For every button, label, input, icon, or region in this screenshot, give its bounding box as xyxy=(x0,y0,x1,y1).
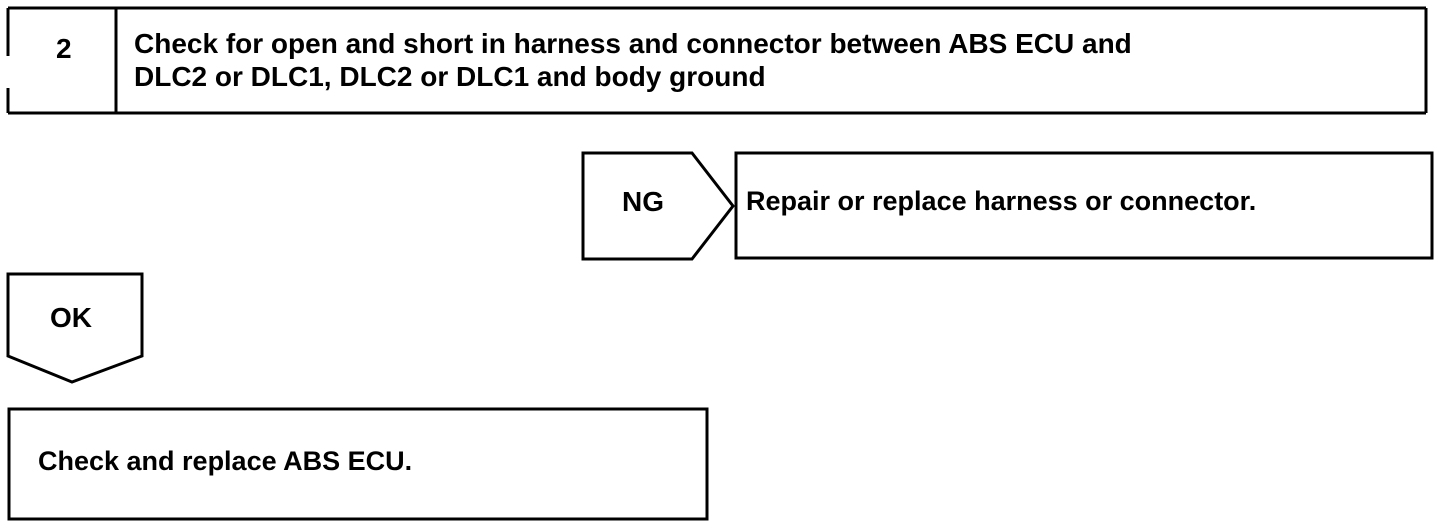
ng-action-text: Repair or replace harness or connector. xyxy=(746,186,1257,216)
step-title-line-2: DLC2 or DLC1, DLC2 or DLC1 and body grou… xyxy=(134,61,766,92)
step-title-line-1: Check for open and short in harness and … xyxy=(134,28,1132,59)
ng-action-box xyxy=(734,151,1434,260)
ng-label: NG xyxy=(622,186,664,217)
step-number: 2 xyxy=(56,33,72,64)
step-title: Check for open and short in harness and … xyxy=(134,27,1132,93)
ok-action-box xyxy=(7,407,709,521)
ok-arrow-shape xyxy=(6,272,144,384)
ng-arrow-shape xyxy=(581,151,735,261)
ok-action-text: Check and replace ABS ECU. xyxy=(38,446,413,476)
step-header-box xyxy=(6,6,1428,115)
ok-label: OK xyxy=(50,302,92,333)
